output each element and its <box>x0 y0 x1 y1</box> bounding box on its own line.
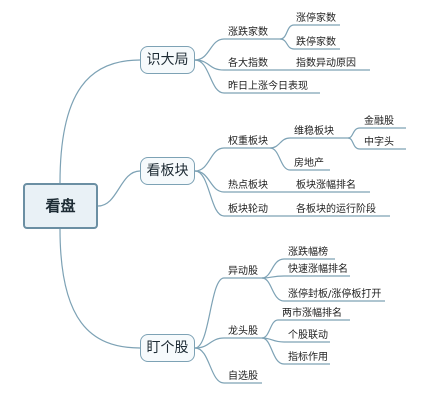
topic-financial-stocks[interactable]: 金融股 <box>364 116 394 127</box>
topic-hot-sectors[interactable]: 热点板块 <box>228 180 268 191</box>
root-topic[interactable]: 看盘 <box>23 183 98 229</box>
topic-yesterday-rise-today[interactable]: 昨日上涨今日表现 <box>228 81 308 92</box>
topic-state-owned[interactable]: 中字头 <box>364 137 394 148</box>
topic-index-anomaly-reason[interactable]: 指数异动原因 <box>296 58 356 69</box>
branch-sectors[interactable]: 看板块 <box>140 157 195 185</box>
topic-rise-fall-count[interactable]: 涨跌家数 <box>228 27 268 38</box>
topic-change-ranking[interactable]: 涨跌幅榜 <box>288 247 328 258</box>
topic-real-estate[interactable]: 房地产 <box>294 158 324 169</box>
branch-overview[interactable]: 识大局 <box>140 46 195 74</box>
topic-market-gain-ranking[interactable]: 两市涨幅排名 <box>282 308 342 319</box>
topic-major-indices[interactable]: 各大指数 <box>228 58 268 69</box>
topic-leading-stocks[interactable]: 龙头股 <box>228 326 258 337</box>
topic-weight-sectors[interactable]: 权重板块 <box>228 136 268 147</box>
topic-limit-board[interactable]: 涨停封板/涨停板打开 <box>288 289 382 300</box>
topic-stock-linkage[interactable]: 个股联动 <box>288 330 328 341</box>
topic-watchlist[interactable]: 自选股 <box>228 371 258 382</box>
branch-stocks[interactable]: 盯个股 <box>140 334 195 362</box>
topic-limit-down-count[interactable]: 跌停家数 <box>296 37 336 48</box>
topic-limit-up-count[interactable]: 涨停家数 <box>296 13 336 24</box>
topic-unusual-stocks[interactable]: 异动股 <box>228 266 258 277</box>
topic-stabilizing-sectors[interactable]: 维稳板块 <box>294 126 334 137</box>
topic-indicator-role[interactable]: 指标作用 <box>288 352 328 363</box>
topic-sector-stages[interactable]: 各板块的运行阶段 <box>296 204 376 215</box>
topic-fast-gain-ranking[interactable]: 快速涨幅排名 <box>288 264 348 275</box>
topic-sector-gain-ranking[interactable]: 板块涨幅排名 <box>296 180 356 191</box>
topic-sector-rotation[interactable]: 板块轮动 <box>228 204 268 215</box>
